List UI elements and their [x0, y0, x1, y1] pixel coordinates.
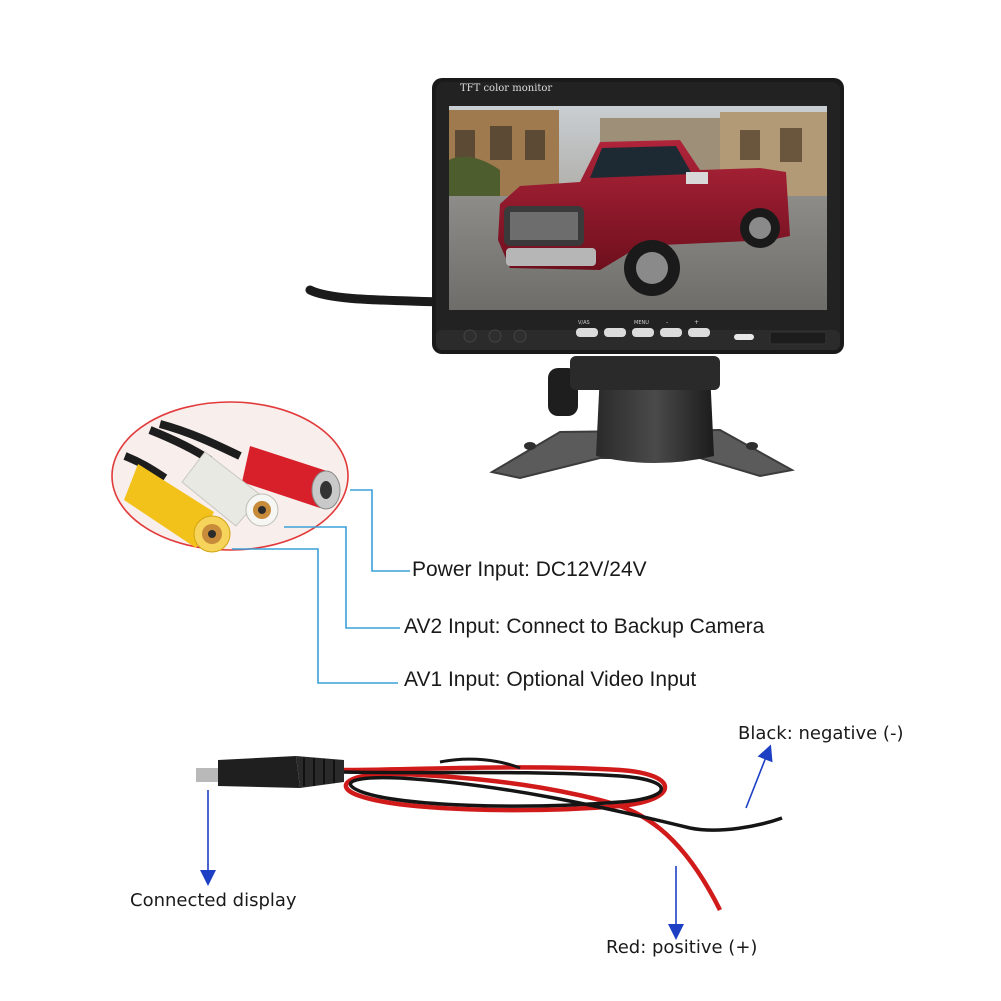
arrows — [200, 744, 773, 940]
dc-barrel-tip — [196, 768, 218, 782]
button-menu[interactable] — [632, 328, 654, 337]
leader-av2 — [284, 526, 400, 629]
monitor-screen — [449, 106, 827, 310]
button-label-plus: + — [694, 319, 699, 326]
button-power[interactable] — [604, 328, 626, 337]
red-rca-plug — [242, 446, 341, 510]
button-label-vas: V/AS — [578, 320, 590, 326]
rca-connectors-callout — [111, 401, 349, 553]
label-red-wire: Red: positive (+) — [606, 937, 758, 958]
mount-hole-left — [524, 442, 536, 450]
indicator-1 — [463, 329, 477, 343]
label-black-wire: Black: negative (-) — [738, 723, 904, 744]
label-connected-display: Connected display — [130, 890, 297, 911]
leader-lines — [232, 489, 410, 684]
label-av1-input: AV1 Input: Optional Video Input — [404, 668, 697, 691]
label-power-input: Power Input: DC12V/24V — [412, 558, 647, 581]
label-av2-input: AV2 Input: Connect to Backup Camera — [404, 615, 765, 638]
indicator-3 — [513, 329, 527, 343]
mount-hole-right — [746, 442, 758, 450]
yellow-rca-plug — [124, 464, 231, 553]
leader-power — [350, 489, 410, 572]
bezel-text: TFT color monitor — [460, 83, 552, 94]
monitor-cable — [305, 285, 445, 307]
truck-image — [498, 140, 790, 296]
white-rca-plug — [181, 451, 279, 527]
button-label-menu: MENU — [634, 320, 649, 326]
monitor-stand — [489, 356, 795, 480]
ir-sensor — [734, 334, 754, 340]
monitor — [432, 78, 844, 354]
leader-av1 — [232, 548, 398, 684]
dc-power-cable — [196, 756, 783, 912]
button-plus[interactable] — [688, 328, 710, 337]
button-vas[interactable] — [576, 328, 598, 337]
arrow-black-wire — [745, 744, 773, 809]
button-minus[interactable] — [660, 328, 682, 337]
indicator-2 — [488, 329, 502, 343]
button-label-minus: - — [666, 319, 668, 326]
